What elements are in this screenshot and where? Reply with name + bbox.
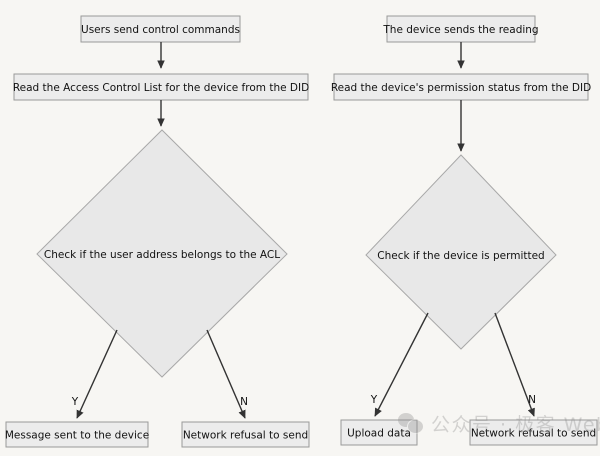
node-right-no-outcome-box[interactable]	[469, 419, 598, 446]
node-right-decision-diamond[interactable]	[365, 154, 557, 350]
edge-label-left-yes: Y	[71, 396, 79, 408]
node-right-no-outcome-label: Network refusal to send	[471, 428, 596, 440]
node-left-no-outcome-box[interactable]	[181, 421, 310, 448]
node-left-start-box[interactable]	[80, 15, 241, 43]
node-left-process-label: Read the Access Control List for the dev…	[13, 82, 309, 94]
node-left-no-outcome-label: Network refusal to send	[183, 430, 308, 442]
node-left-yes-outcome-label: Message sent to the device	[5, 430, 149, 442]
node-right-yes-outcome-box[interactable]	[340, 419, 418, 446]
node-left-yes-outcome-box[interactable]	[5, 421, 149, 448]
node-right-start-box[interactable]	[386, 15, 536, 43]
node-right-start-label: The device sends the reading	[382, 24, 538, 36]
edge-left-decision-yes	[76, 329, 118, 419]
node-left-decision-label: Check if the user address belongs to the…	[44, 249, 280, 261]
edge-label-right-no: N	[528, 394, 536, 406]
edge-label-right-yes: Y	[370, 394, 378, 406]
node-left-process-box[interactable]	[13, 73, 309, 101]
node-left-start-label: Users send control commands	[81, 24, 240, 36]
node-right-process-box[interactable]	[333, 73, 589, 101]
edge-right-decision-no	[494, 312, 535, 417]
edge-left-decision-no	[206, 329, 246, 419]
node-right-yes-outcome-label: Upload data	[347, 428, 411, 440]
node-right-decision-label: Check if the device is permitted	[377, 250, 544, 262]
node-right-process-label: Read the device's permission status from…	[331, 82, 591, 94]
edge-label-left-no: N	[240, 396, 248, 408]
edge-right-decision-yes	[374, 312, 429, 417]
node-left-decision-diamond[interactable]	[36, 129, 288, 378]
